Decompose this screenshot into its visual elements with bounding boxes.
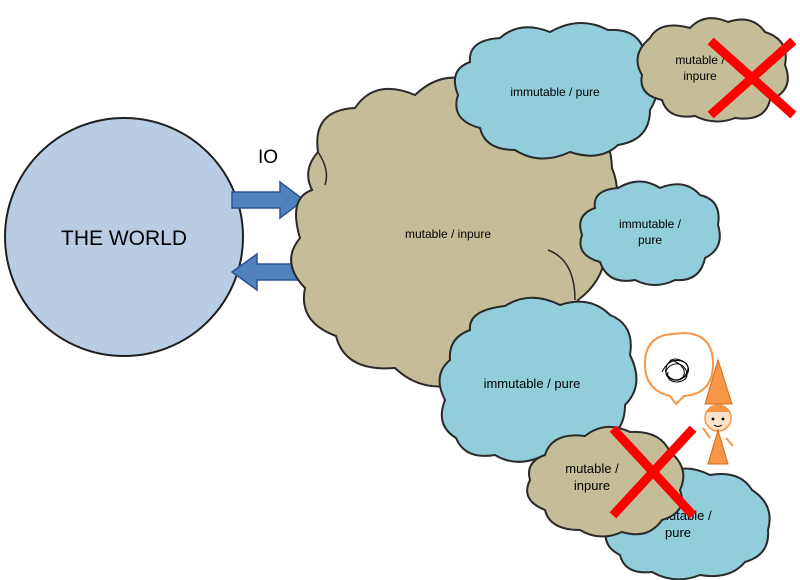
top-immutable-label: immutable / pure (510, 85, 600, 99)
top-mutable-label-1: mutable / (675, 53, 725, 67)
red-x-icon (609, 425, 697, 519)
wizard-character (702, 358, 734, 465)
scribble-icon (661, 358, 690, 383)
top-immutable-cloud: immutable / pure (454, 22, 659, 160)
world-node: THE WORLD (4, 117, 244, 357)
right-immutable-label-2: pure (638, 233, 662, 247)
arrow-right-icon (231, 180, 306, 220)
right-immutable-cloud: immutable / pure (579, 180, 721, 286)
world-label: THE WORLD (61, 227, 187, 250)
bottom-mutable-cloud: mutable / inpure (526, 425, 685, 538)
io-label: IO (258, 147, 278, 168)
thought-bubble-icon (643, 331, 715, 406)
central-cloud-label: mutable / inpure (405, 227, 491, 241)
bottom-mutable-label-1: mutable / (565, 461, 619, 476)
arrow-left-icon (230, 252, 306, 292)
bottom-mutable-label-2: inpure (574, 478, 610, 493)
bottom-immutable-cloud: immutable / pure (438, 296, 638, 463)
top-mutable-label-2: inpure (683, 69, 717, 83)
bottom-immutable-label: immutable / pure (484, 376, 581, 391)
bottom-right-immutable-label-2: pure (665, 525, 691, 540)
right-immutable-label-1: immutable / (619, 217, 682, 231)
red-x-icon (707, 37, 797, 119)
